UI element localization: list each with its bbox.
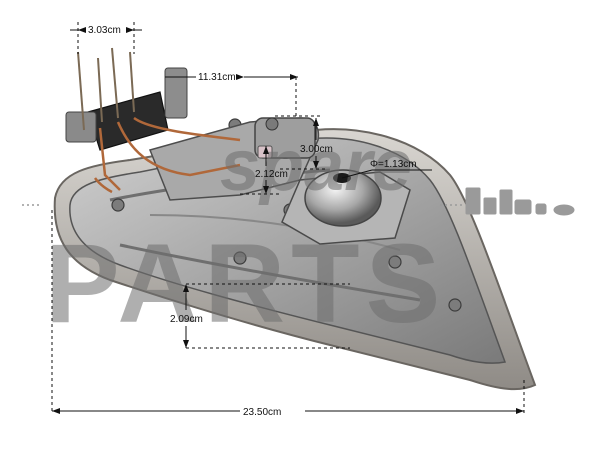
label-stud-height: 2.12cm: [255, 169, 288, 180]
appliance-icon: [514, 199, 532, 215]
casting-ridge: [149, 214, 401, 251]
appliance-icon: [483, 197, 497, 215]
bracket: [65, 111, 97, 143]
watermark-block: PARTS: [45, 221, 446, 346]
label-prong-spacing: 3.03cm: [88, 25, 121, 36]
label-dome-diameter: Φ=1.13cm: [370, 159, 417, 170]
casting-ridge: [119, 243, 421, 302]
appliance-icon: [499, 189, 513, 215]
valve-dome: [304, 169, 382, 227]
label-thermostat-height: 3.00cm: [300, 144, 333, 155]
appliance-icon: [465, 187, 481, 215]
appliance-icon: [553, 204, 575, 216]
copper-wires: [93, 116, 241, 194]
appliance-icon: [535, 203, 547, 215]
watermark-decor: [22, 187, 575, 216]
terminal-prongs: [77, 47, 135, 131]
dimension-lines: [51, 22, 525, 414]
dimension-arrows: [52, 27, 524, 414]
label-thermostat-width: 11.31cm: [198, 72, 236, 83]
label-plate-thickness: 2.09cm: [170, 314, 203, 325]
label-overall-length: 23.50cm: [243, 407, 281, 418]
post: [164, 67, 188, 119]
